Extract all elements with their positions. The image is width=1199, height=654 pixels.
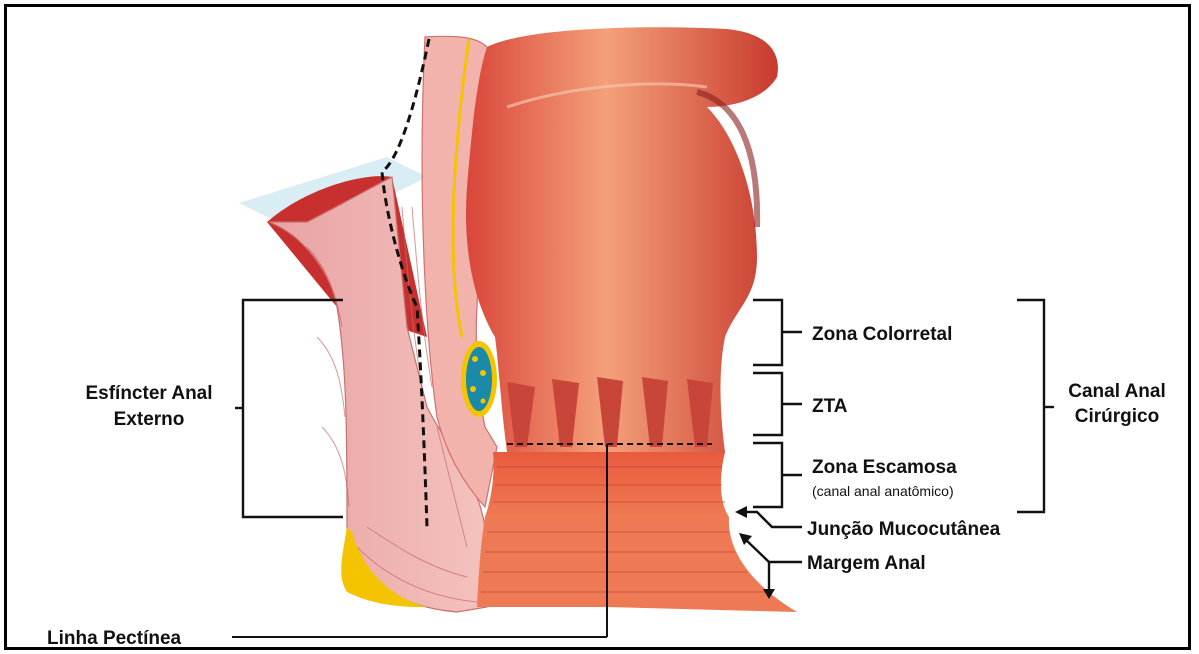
anal-margin-arrow xyxy=(745,539,802,562)
squamous-zone-bracket xyxy=(753,443,782,507)
zta-label: ZTA xyxy=(812,396,848,417)
diagram-frame: Esfíncter Anal Externo Linha Pectínea Zo… xyxy=(4,4,1191,650)
anal-canal-diagram: Esfíncter Anal Externo Linha Pectínea Zo… xyxy=(7,7,1191,650)
surgical-canal-bracket xyxy=(1017,300,1044,512)
external-sphincter-label-line1: Esfíncter Anal xyxy=(85,383,212,404)
external-sphincter-label-line2: Externo xyxy=(114,409,185,430)
mucocutaneous-junction-arrow xyxy=(742,512,802,527)
surgical-canal-label-line1: Canal Anal xyxy=(1068,381,1166,402)
squamous-zone-note: (canal anal anatômico) xyxy=(812,483,954,499)
anal-margin-label: Margem Anal xyxy=(807,553,926,574)
anal-verge xyxy=(477,517,797,612)
mucocutaneous-junction-arrowhead xyxy=(735,506,747,518)
squamous-zone-label: Zona Escamosa xyxy=(812,457,957,478)
colorectal-zone-label: Zona Colorretal xyxy=(812,324,952,345)
mucocutaneous-junction-label: Junção Mucocutânea xyxy=(807,519,1001,540)
zta-bracket xyxy=(753,373,782,435)
colorectal-zone-bracket xyxy=(753,300,782,365)
surgical-canal-label-line2: Cirúrgico xyxy=(1075,406,1159,427)
pectinate-line-label: Linha Pectínea xyxy=(47,628,182,649)
vascular-plexus xyxy=(466,347,492,411)
external-sphincter-bracket xyxy=(243,300,343,517)
